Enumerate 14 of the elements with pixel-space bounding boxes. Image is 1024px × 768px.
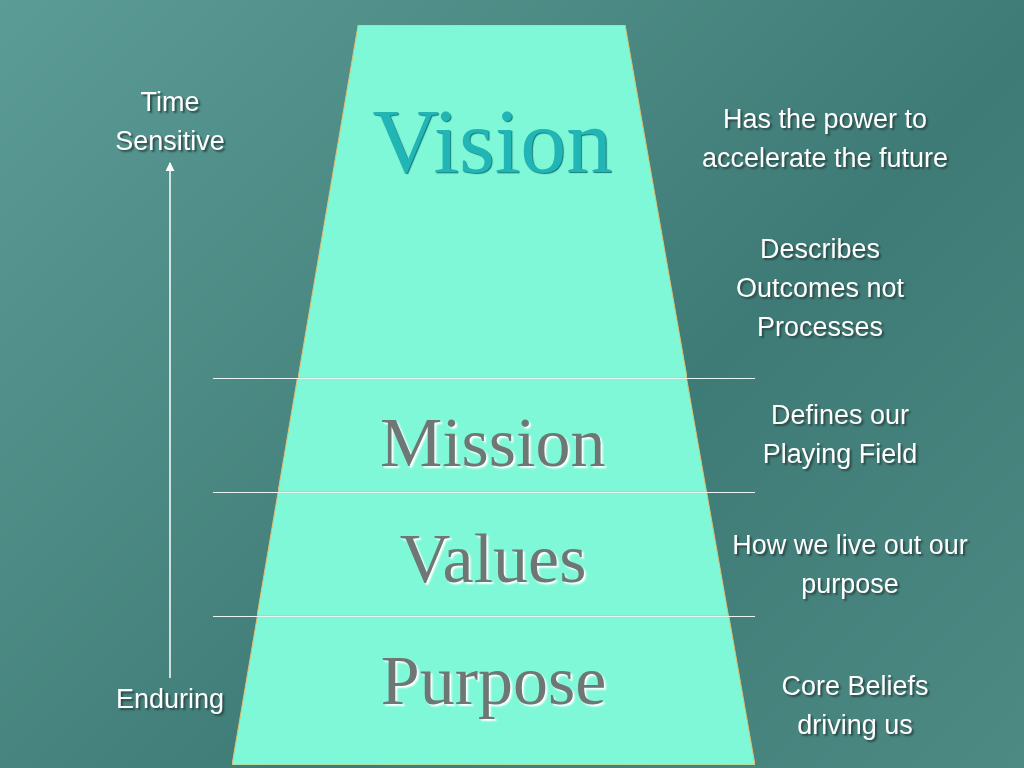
arrow — [165, 162, 175, 679]
layer-title: Values — [398, 524, 588, 594]
description-text: Core Beliefs driving us — [780, 670, 930, 742]
axis-label: Time Sensitive — [95, 83, 245, 161]
description-text: Has the power to accelerate the future — [700, 103, 950, 175]
layer-title: Mission — [378, 408, 607, 478]
layer-title: Vision — [371, 95, 614, 187]
pyramid-layer — [257, 492, 729, 616]
axis-label: Enduring — [85, 680, 255, 719]
description-text: How we live out our purpose — [731, 529, 969, 601]
pyramid-layer — [278, 378, 707, 492]
description-text: Defines our Playing Field — [761, 399, 919, 471]
pyramid-layer — [232, 616, 755, 765]
description-text: Describes Outcomes not Processes — [734, 233, 906, 344]
